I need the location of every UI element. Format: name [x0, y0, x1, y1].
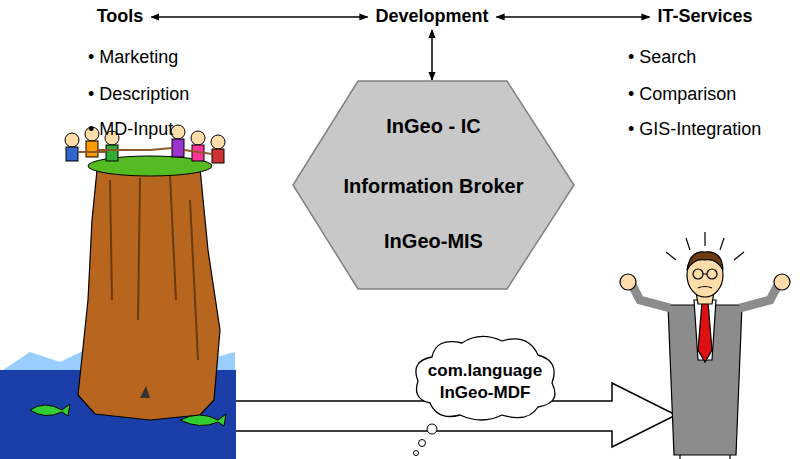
node-text: Information Broker	[343, 175, 523, 197]
tools-group: Tools • Marketing • Description • MD-Input	[70, 4, 220, 146]
cliff-scene	[0, 125, 236, 459]
node-heading: Tools	[97, 7, 144, 27]
cloud-shape	[416, 336, 555, 420]
double-arrow-connector	[431, 30, 433, 80]
node-text: • Description	[88, 85, 189, 105]
shrugging-man	[620, 232, 790, 459]
thought-bubble	[414, 451, 419, 456]
language-cloud: com.languageInGeo-MDF	[410, 333, 560, 421]
node-text: • Search	[628, 48, 696, 68]
node-text: • GIS-Integration	[628, 120, 761, 140]
node-text: • Marketing	[88, 48, 178, 68]
node-text: • Comparison	[628, 85, 736, 105]
development-label: Development	[372, 4, 493, 31]
node-text: InGeo-MDF	[440, 384, 531, 403]
node-heading: com.language	[428, 362, 542, 381]
node-heading: IT-Services	[657, 7, 752, 27]
node-text: • MD-Input	[88, 120, 173, 140]
node-text: InGeo-MIS	[384, 230, 483, 252]
node-heading: Development	[375, 7, 488, 27]
hexagon-shape	[293, 81, 574, 289]
thought-bubble	[427, 424, 437, 434]
double-arrow-connector	[151, 16, 367, 18]
thought-bubble	[419, 440, 426, 447]
double-arrow-connector	[497, 16, 650, 18]
broker-hexagon: InGeo - IC Information BrokerInGeo-MIS	[292, 80, 575, 290]
node-heading: InGeo - IC	[386, 115, 480, 137]
services-group: IT-Services • Search • Comparison • GIS-Int…	[620, 4, 800, 146]
